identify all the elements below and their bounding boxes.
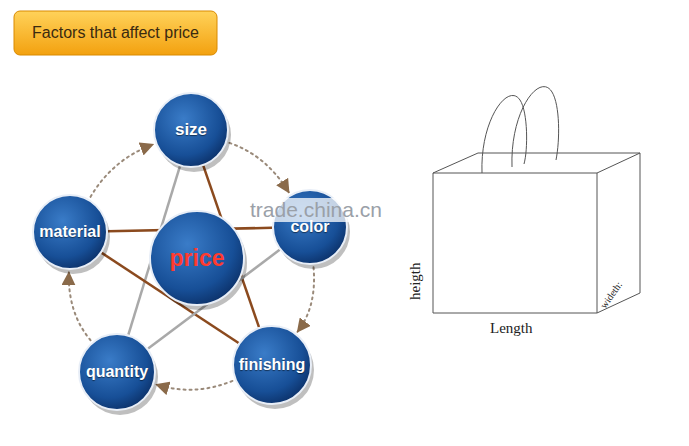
factor-label: size	[175, 120, 207, 140]
bag-front	[433, 173, 597, 313]
title-text: Factors that affect price	[32, 24, 199, 42]
factor-label: finishing	[239, 356, 306, 374]
cycle-arrow	[298, 267, 314, 331]
cycle-arrow	[91, 144, 153, 196]
dimension-label: Length	[490, 320, 533, 337]
cycle-arrow	[69, 273, 91, 341]
factor-circle: material	[31, 193, 109, 271]
bag-top	[433, 153, 640, 173]
factor-label: price	[170, 245, 225, 272]
dimension-label: heigth	[407, 263, 424, 301]
factor-label: material	[39, 223, 100, 241]
factor-circle: price	[148, 209, 246, 307]
cycle-arrow	[229, 143, 288, 192]
bag-handle	[512, 87, 559, 167]
title-box: Factors that affect price	[13, 10, 218, 56]
watermark: trade.china.cn	[246, 198, 386, 222]
factor-circle: size	[152, 91, 230, 169]
dimension-label: wideth:	[598, 279, 624, 310]
cycle-arrow	[157, 381, 233, 390]
factor-label: quantity	[86, 363, 148, 381]
factor-circle: quantity	[77, 332, 157, 412]
factor-circle: finishing	[231, 324, 313, 406]
bag-handle	[482, 95, 527, 173]
bag-side	[597, 153, 640, 313]
